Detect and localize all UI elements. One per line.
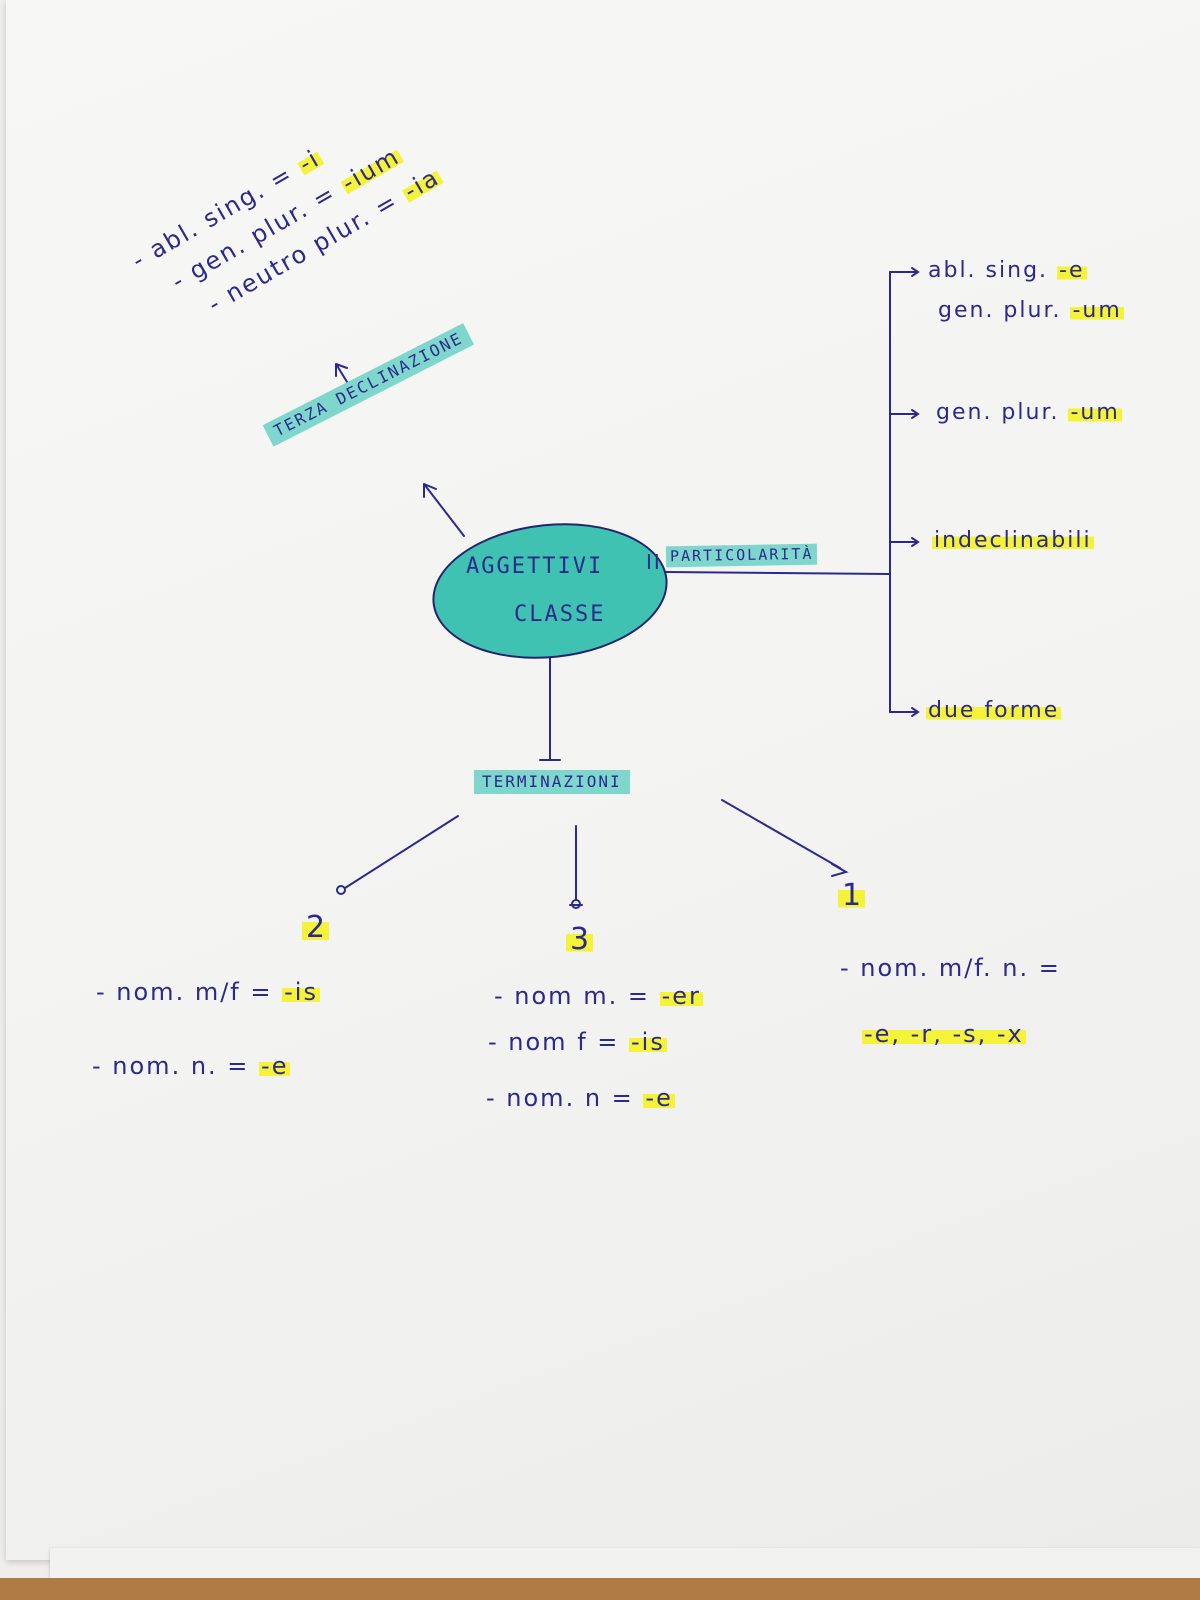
branch-three (569, 825, 583, 906)
arrow-to-terza (423, 483, 465, 537)
terminazioni-three-number-text: 3 (566, 922, 594, 957)
particolarita-item-3: indeclinabili (932, 528, 1094, 553)
terminazioni-three-line-1: - nom m. = -er (494, 982, 703, 1010)
terminazioni-label: TERMINAZIONI (474, 770, 630, 794)
terminazioni-two-number: 2 (302, 910, 330, 945)
particolarita-item-3-text: indeclinabili (932, 528, 1094, 553)
bracket-arrow-1 (889, 267, 920, 277)
particolarita-item-1-line2-ending: -um (1070, 298, 1124, 323)
particolarita-label: PARTICOLARITÀ (665, 543, 818, 567)
particolarita-item-2: gen. plur. -um (936, 400, 1122, 425)
terminazioni-three-line-3-ending: -e (643, 1084, 675, 1112)
terminazioni-three-line-2-ending: -is (629, 1028, 667, 1056)
bracket-arrow-4 (889, 707, 920, 717)
center-roman-mark: II (646, 550, 662, 574)
particolarita-item-1-line1-text: abl. sing. (928, 258, 1058, 283)
particolarita-item-1-line1: abl. sing. -e (928, 258, 1087, 283)
terminazioni-three-line-1-ending: -er (659, 982, 703, 1010)
terminazioni-one-line-2-text: -e, -r, -s, -x (862, 1020, 1026, 1048)
terminazioni-two-line-2-text: - nom. n. = (92, 1052, 260, 1080)
terminazioni-two-line-2-ending: -e (259, 1052, 291, 1080)
particolarita-item-4-text: due forme (926, 698, 1062, 723)
table-surface (0, 1578, 1200, 1600)
center-title-line2: CLASSE (514, 602, 606, 627)
terminazioni-one-number: 1 (838, 878, 866, 913)
particolarita-item-1-line2-text: gen. plur. (938, 298, 1071, 323)
particolarita-connector (665, 571, 891, 575)
terminazioni-two-line-1-ending: -is (282, 978, 320, 1006)
particolarita-item-1-line1-ending: -e (1057, 258, 1087, 283)
terminazioni-two-line-1-text: - nom. m/f = (96, 978, 283, 1006)
terminazioni-one-number-text: 1 (838, 878, 866, 913)
terminazioni-two-line-2: - nom. n. = -e (92, 1052, 291, 1080)
bracket-arrow-3 (889, 537, 920, 547)
branch-two (344, 815, 459, 889)
terminazioni-three-number: 3 (566, 922, 594, 957)
particolarita-item-4: due forme (926, 698, 1062, 723)
arrow-to-terminazioni (539, 655, 561, 761)
terminazioni-three-line-3-text: - nom. n = (486, 1084, 644, 1112)
terminazioni-two-line-1: - nom. m/f = -is (96, 978, 320, 1006)
terminazioni-three-line-2-text: - nom f = (488, 1028, 630, 1056)
particolarita-item-2-text: gen. plur. (936, 400, 1069, 425)
terminazioni-two-number-text: 2 (302, 910, 330, 945)
bracket-arrow-2 (889, 409, 920, 419)
terminazioni-three-line-2: - nom f = -is (488, 1028, 667, 1056)
terminazioni-three-line-1-text: - nom m. = (494, 982, 660, 1010)
particolarita-item-2-ending: -um (1068, 400, 1122, 425)
particolarita-item-1-line2: gen. plur. -um (938, 298, 1124, 323)
center-title-line1: AGGETTIVI (466, 554, 604, 579)
terminazioni-one-line-2: -e, -r, -s, -x (862, 1020, 1026, 1048)
terminazioni-one-line-1: - nom. m/f. n. = (840, 954, 1061, 982)
terminazioni-three-line-3: - nom. n = -e (486, 1084, 675, 1112)
branch-one (721, 799, 849, 877)
